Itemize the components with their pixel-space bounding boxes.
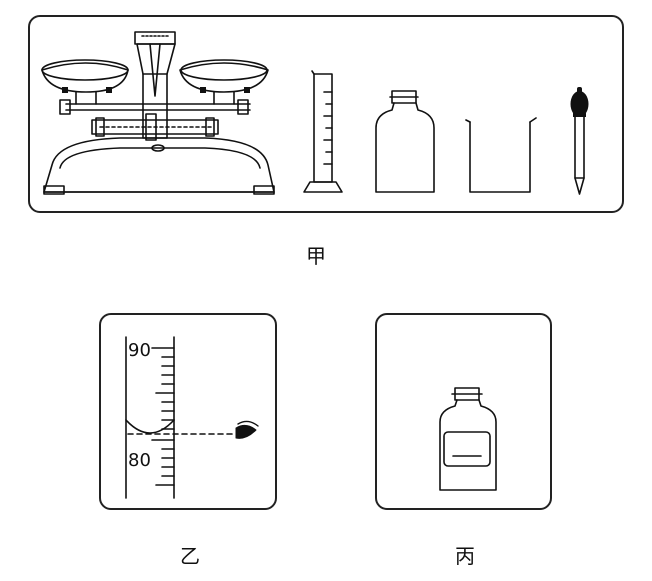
labeled-bottle-panel xyxy=(375,313,552,510)
dropper-icon xyxy=(574,115,585,195)
eye-icon xyxy=(235,420,259,439)
balance-icon xyxy=(41,31,275,195)
measuring-cylinder-icon xyxy=(303,70,343,193)
tick-label-upper: 90 xyxy=(128,340,151,361)
bottle-label xyxy=(443,431,491,467)
caption-jia: 甲 xyxy=(306,244,326,268)
tick-label-lower: 80 xyxy=(128,450,151,471)
cylinder-reading-panel xyxy=(99,313,277,510)
cylinder-closeup xyxy=(125,336,233,499)
caption-yi: 乙 xyxy=(180,544,200,568)
labeled-bottle-icon xyxy=(439,387,497,491)
caption-bing: 丙 xyxy=(455,544,475,568)
meniscus xyxy=(125,419,175,434)
reagent-bottle-icon xyxy=(375,90,435,193)
beaker-icon xyxy=(465,117,537,193)
equipment-panel xyxy=(28,15,624,213)
